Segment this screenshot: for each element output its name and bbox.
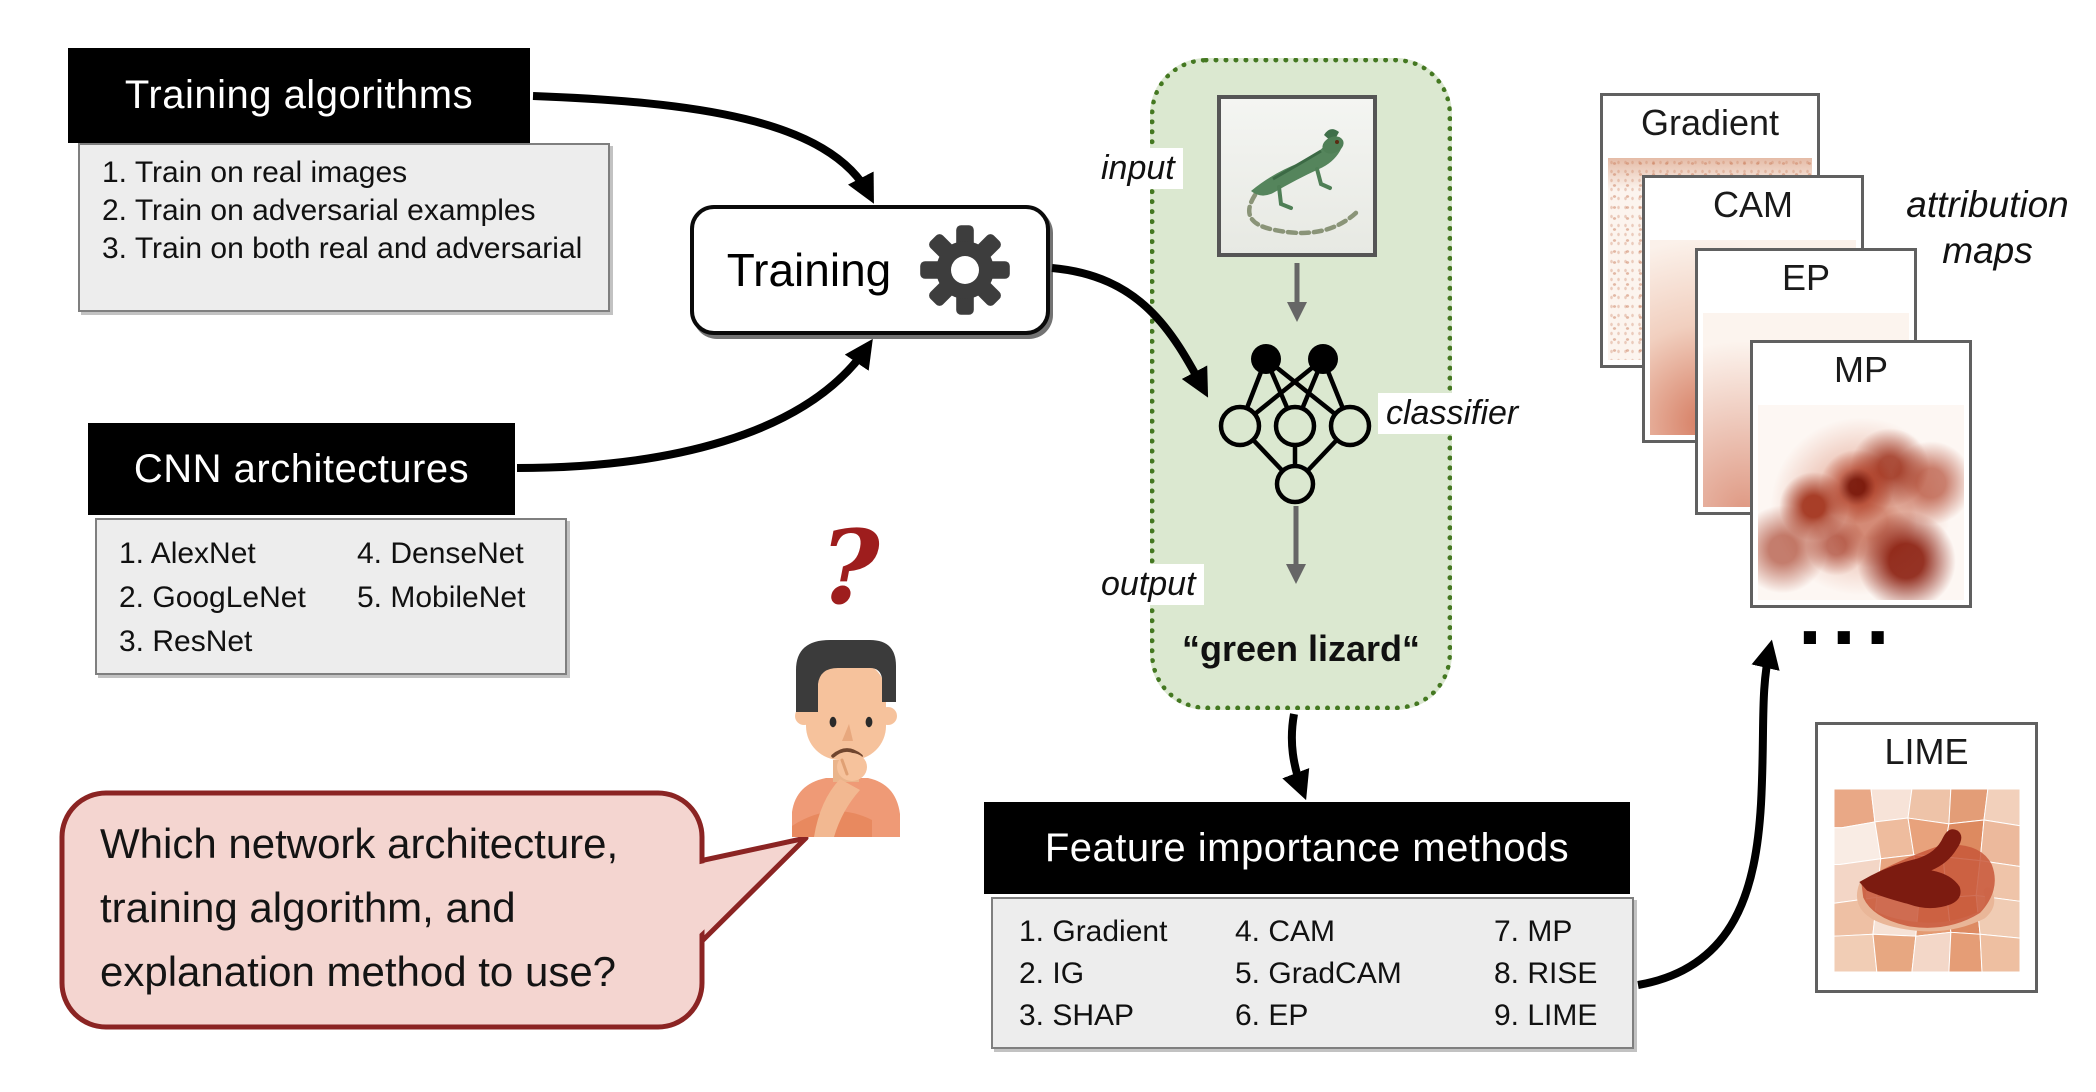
person-face: [806, 660, 886, 760]
list-item: 4. DenseNet: [357, 537, 524, 570]
input-label: input: [1093, 148, 1183, 189]
feature-importance-list: 1. Gradient 2. IG 3. SHAP 4. CAM 5. Grad…: [991, 897, 1634, 1049]
person-eye: [865, 716, 873, 728]
person-frown: [831, 748, 863, 758]
list-item: 2. IG: [1019, 957, 1085, 990]
cnn-architectures-header: CNN architectures: [88, 423, 515, 515]
person-eye: [829, 716, 837, 728]
neural-network-icon: [1208, 334, 1384, 506]
lizard-tail: [1247, 192, 1361, 236]
arrow-cnn-architectures-to-training: [516, 338, 873, 472]
list-item: 1. AlexNet: [119, 537, 256, 570]
training-algorithms-header: Training algorithms: [68, 48, 530, 143]
list-item: 4. CAM: [1235, 915, 1336, 948]
list-item: 9. LIME: [1494, 999, 1598, 1032]
training-algorithms-list: 1. Train on real images 2. Train on adve…: [78, 143, 610, 312]
training-algorithms-title: Training algorithms: [124, 73, 474, 117]
classifier-label: classifier: [1378, 393, 1527, 434]
person-hair: [796, 640, 896, 712]
list-item: 8. RISE: [1494, 957, 1598, 990]
attribution-card-lime: LIME: [1815, 722, 2038, 993]
attribution-maps-label: attribution maps: [1906, 184, 2069, 271]
lime-lizard-silhouette: [1859, 829, 1962, 909]
attribution-card-title: Gradient: [1640, 102, 1780, 143]
cnn-architectures-list: 1. AlexNet 2. GoogLeNet 3. ResNet 4. Den…: [95, 518, 567, 675]
arrow-feature-methods-to-attribution-maps: [1637, 639, 1780, 989]
lizard-photo-illustration: [1247, 129, 1361, 236]
arrow-classifier-to-feature-methods: [1282, 713, 1310, 801]
lizard-eye: [1335, 140, 1339, 144]
list-item: 2. GoogLeNet: [119, 581, 306, 614]
lizard-legs: [1277, 167, 1332, 210]
input-lizard-image: [1217, 95, 1377, 257]
list-item: 5. MobileNet: [357, 581, 526, 614]
mp-heatmap: [1758, 405, 1964, 600]
lizard-back-ridge: [1272, 149, 1322, 181]
list-item: 5. GradCAM: [1235, 957, 1402, 990]
speech-bubble: [59, 790, 809, 1030]
list-item: 3. ResNet: [119, 625, 253, 658]
feature-importance-header: Feature importance methods: [984, 802, 1630, 894]
gear-icon: [920, 225, 1011, 315]
list-item: 1. Train on real images: [102, 156, 408, 189]
training-box-label: Training: [726, 244, 892, 296]
feature-importance-title: Feature importance methods: [1044, 825, 1570, 870]
list-item: 6. EP: [1235, 999, 1309, 1032]
attribution-card-mp: MP: [1750, 340, 1972, 608]
list-item: 3. Train on both real and adversarial: [102, 232, 583, 265]
training-box: Training: [690, 205, 1050, 335]
list-item: 3. SHAP: [1019, 999, 1135, 1032]
lime-heatmap: [1833, 788, 2021, 973]
list-item: 7. MP: [1494, 915, 1573, 948]
attribution-card-title: MP: [1834, 349, 1888, 390]
list-item: 2. Train on adversarial examples: [102, 194, 536, 227]
attribution-card-title: CAM: [1713, 184, 1793, 225]
thinking-person-illustration: [792, 640, 900, 837]
speech-bubble-tail-fill: [691, 843, 796, 942]
question-mark: ?: [820, 508, 880, 628]
list-item: 1. Gradient: [1019, 915, 1168, 948]
person-thumb: [840, 758, 849, 776]
attribution-card-title: EP: [1781, 257, 1831, 298]
prediction-text: “green lizard“: [1181, 628, 1421, 669]
attribution-card-title: LIME: [1884, 731, 1969, 772]
person-forearm: [814, 779, 860, 837]
person-nose: [842, 724, 853, 741]
speech-bubble-text: Which network architecture, training alg…: [100, 820, 619, 995]
output-label: output: [1093, 564, 1204, 605]
cnn-architectures-title: CNN architectures: [133, 446, 470, 491]
lizard-crest: [1324, 129, 1339, 143]
person-hand: [837, 753, 867, 781]
